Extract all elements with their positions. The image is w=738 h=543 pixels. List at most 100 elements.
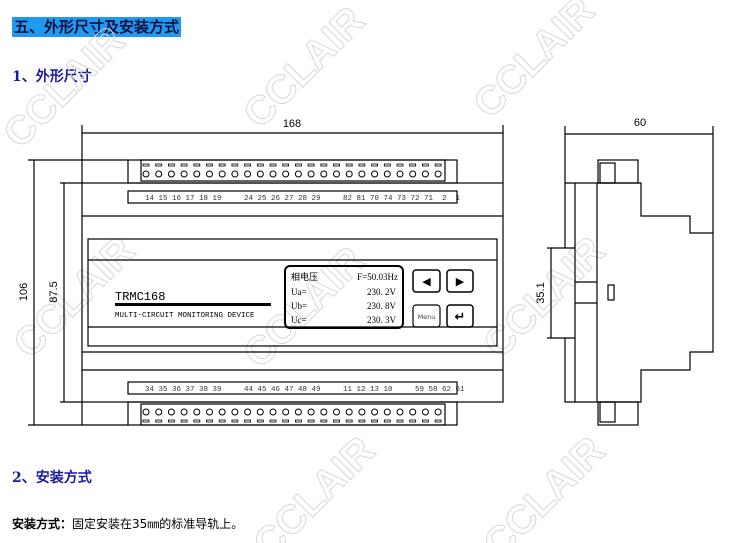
terminal-screw-icon: [396, 408, 404, 416]
terminal-slot: [244, 419, 252, 423]
terminal-screw-icon: [155, 408, 163, 416]
right-arrow-icon: ▶: [456, 275, 465, 288]
terminal-slot: [434, 163, 442, 167]
terminal-screw-icon: [269, 408, 277, 416]
terminal-screw-icon: [434, 170, 442, 178]
terminal-screw-icon: [244, 170, 252, 178]
terminal-screw-icon: [333, 408, 340, 416]
terminal-screw-icon: [434, 408, 442, 416]
terminal-slot: [409, 163, 417, 167]
terminal-slot: [320, 163, 328, 167]
terminal-slot: [193, 163, 201, 167]
watermark: CCLAIR: [235, 0, 373, 136]
terminal-slot: [358, 419, 366, 423]
terminal-screw-icon: [383, 408, 391, 416]
svg-text:87.5: 87.5: [48, 281, 60, 302]
terminal-slot: [396, 419, 404, 423]
terminal-screw-icon: [218, 170, 226, 178]
terminal-screw-icon: [371, 408, 379, 416]
terminal-slot: [180, 419, 188, 423]
terminal-screw-icon: [345, 170, 353, 178]
terminal-screw-icon: [333, 170, 340, 178]
terminal-slot: [218, 163, 226, 167]
terminal-slot: [333, 163, 340, 167]
terminal-screw-icon: [358, 170, 366, 178]
terminal-slot: [206, 163, 213, 167]
terminal-screw-icon: [358, 408, 366, 416]
model-name: TRMC168: [115, 290, 165, 304]
terminal-slot: [345, 419, 353, 423]
terminal-screw-icon: [409, 170, 417, 178]
terminal-slot: [244, 163, 252, 167]
device-subtitle: MULTI-CIRCUIT MONITORING DEVICE: [115, 312, 255, 320]
right-arrow-button[interactable]: ▶: [446, 269, 474, 293]
terminal-slot: [206, 419, 213, 423]
terminal-slot: [434, 419, 442, 423]
terminal-slot: [167, 163, 175, 167]
terminal-slot: [421, 419, 429, 423]
terminal-screw-icon: [396, 170, 404, 178]
terminal-slot: [142, 163, 150, 167]
terminal-slot: [269, 419, 277, 423]
terminal-screw-icon: [320, 408, 328, 416]
svg-text:106: 106: [18, 283, 30, 301]
lcd-title: 相电压: [291, 271, 318, 283]
terminal-screw-icon: [142, 408, 150, 416]
svg-text:168: 168: [283, 118, 301, 130]
terminal-screw-icon: [345, 408, 353, 416]
terminal-screw-icon: [409, 408, 417, 416]
terminal-slot: [155, 419, 163, 423]
lcd-label-uc: Uc=: [291, 315, 307, 325]
terminal-slot: [282, 419, 290, 423]
enter-icon: ↵: [455, 310, 466, 325]
terminal-slot: [180, 163, 188, 167]
lcd-label-ub: Ub=: [291, 301, 307, 311]
install-paragraph: 安装方式：固定安装在35㎜的标准导轨上。: [12, 515, 243, 532]
terminal-screw-icon: [218, 408, 226, 416]
heading-dimensions: 1、外形尺寸: [12, 69, 92, 85]
terminal-slot: [320, 419, 328, 423]
enter-button[interactable]: ↵: [446, 304, 474, 328]
terminal-screw-icon: [307, 170, 315, 178]
terminal-screw-icon: [155, 170, 163, 178]
install-text: 固定安装在35㎜的标准导轨上。: [72, 517, 244, 531]
terminal-slot: [345, 163, 353, 167]
left-arrow-icon: ◀: [422, 275, 431, 288]
terminal-slot: [218, 419, 226, 423]
terminal-slot: [294, 419, 302, 423]
top-terminal-labels: 14 15 16 17 18 19 24 25 26 27 28 29 82 8…: [145, 195, 461, 203]
terminal-screw-icon: [421, 408, 429, 416]
terminal-screw-icon: [231, 170, 239, 178]
dimension-depth: 60: [634, 117, 646, 129]
terminal-slot: [383, 419, 391, 423]
terminal-slot: [167, 419, 175, 423]
watermark: CCLAIR: [475, 428, 613, 543]
terminal-slot: [307, 419, 315, 423]
left-arrow-button[interactable]: ◀: [412, 269, 441, 293]
terminal-slot: [294, 163, 302, 167]
dimension-rail: 35.1: [535, 282, 547, 303]
lcd-value-uc: 230. 3V: [367, 315, 397, 325]
terminal-screw-icon: [231, 408, 239, 416]
terminal-slot: [155, 163, 163, 167]
terminal-slot: [333, 419, 340, 423]
terminal-screw-icon: [294, 408, 302, 416]
terminal-screw-icon: [383, 170, 391, 178]
menu-button[interactable]: Menu: [412, 304, 441, 328]
terminal-slot: [358, 163, 366, 167]
terminal-slot: [256, 419, 264, 423]
terminal-slot: [231, 419, 239, 423]
terminal-screw-icon: [180, 408, 188, 416]
dimension-width: 168: [81, 118, 504, 183]
watermarks: CCLAIR CCLAIR CCLAIR CCLAIR CCLAIR CCLAI…: [0, 0, 614, 543]
install-label: 安装方式：: [12, 517, 73, 531]
terminal-screw-icon: [269, 170, 277, 178]
terminal-slot: [269, 163, 277, 167]
terminal-screw-icon: [167, 408, 175, 416]
section-title: 五、外形尺寸及安装方式: [12, 17, 182, 37]
watermark: CCLAIR: [0, 18, 133, 156]
terminal-screw-icon: [244, 408, 252, 416]
terminal-screw-icon: [371, 170, 379, 178]
terminal-screw-icon: [282, 170, 290, 178]
